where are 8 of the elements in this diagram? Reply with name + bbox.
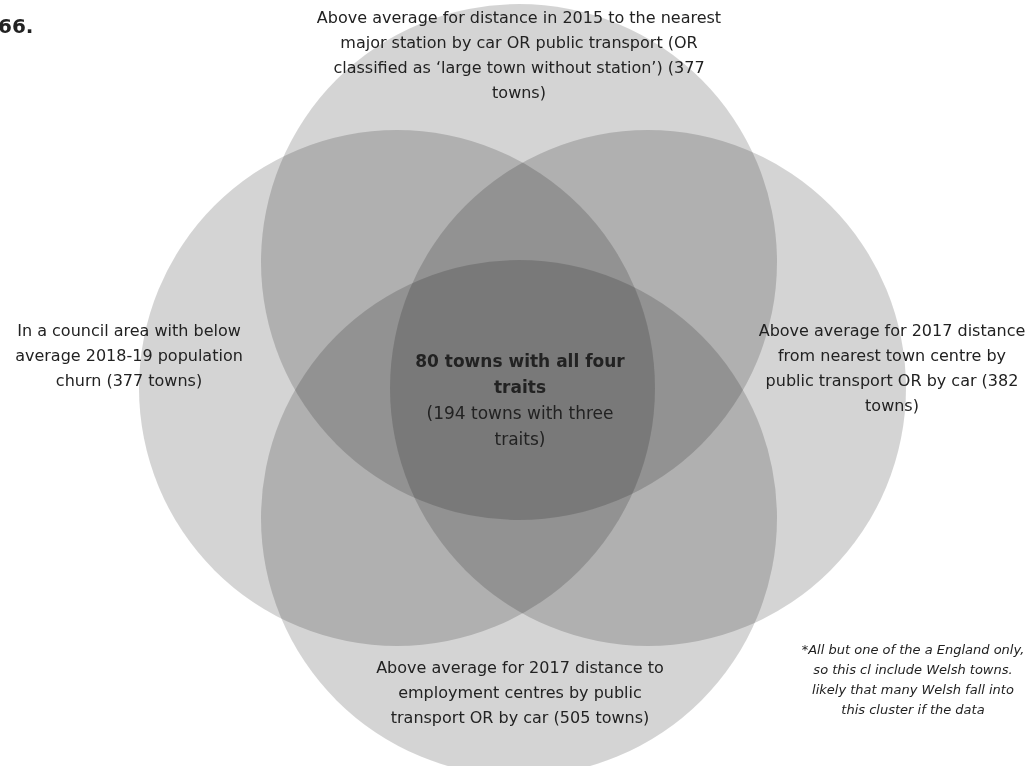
circle-label: Above average for distance in 2015 to the nearest major station by car OR public transport (OR classified as ‘large town without station’) (377 towns) <box>315 7 723 104</box>
center-count: 80 towns with all four traits <box>414 350 626 399</box>
footnote: *All but one of the a England only, so this cl include Welsh towns. likely that many Welsh fall into this cluster if the data <box>800 641 1026 719</box>
circle-label: Above average for 2017 distance from nearest town centre by public transport OR by car (382 towns) <box>758 320 1026 417</box>
center-note: (194 towns with three traits) <box>425 402 615 451</box>
circle-label: Above average for 2017 distance to employment centres by public transport OR by car (505 towns) <box>375 657 665 729</box>
circle-label: In a council area with below average 2018-19 population churn (377 towns) <box>14 320 244 392</box>
figure-number: 66. <box>0 14 35 38</box>
